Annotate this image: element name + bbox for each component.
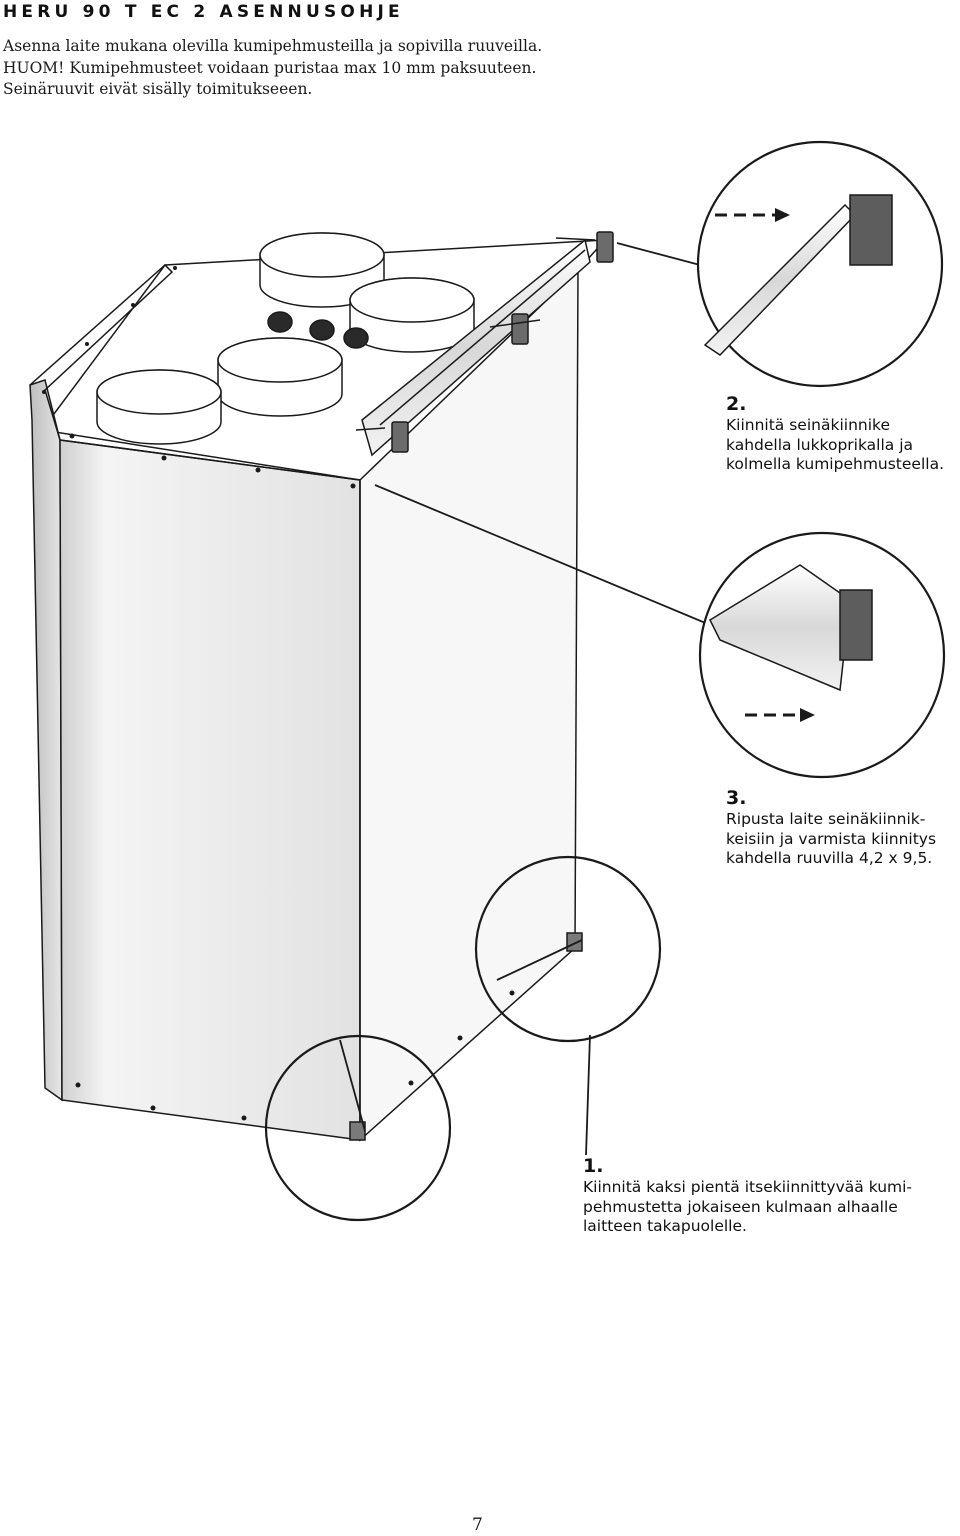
detail-circle-corner-bottom — [264, 1034, 452, 1222]
step-line: laitteen takapuolelle. — [583, 1217, 747, 1235]
step-number: 2. — [726, 393, 747, 415]
detail-circle-bracket — [696, 140, 944, 388]
intro-text: Asenna laite mukana olevilla kumipehmust… — [3, 36, 542, 101]
step-line: Ripusta laite seinäkiinnik- — [726, 810, 926, 828]
unit-left-side — [29, 379, 63, 1102]
intro-line: Asenna laite mukana olevilla kumipehmust… — [3, 37, 543, 55]
step-3: 3. Ripusta laite seinäkiinnik- keisiin j… — [726, 786, 936, 869]
unit-front-panel — [59, 439, 361, 1141]
document-title: HERU 90 T EC 2 ASENNUSOHJE — [3, 2, 404, 22]
step-line: Kiinnitä kaksi pientä itsekiinnittyvää k… — [583, 1178, 913, 1196]
step-2: 2. Kiinnitä seinäkiinnike kahdella lukko… — [726, 392, 944, 475]
step-number: 1. — [583, 1155, 604, 1177]
step-line: kolmella kumipehmusteella. — [726, 455, 944, 473]
page-number: 7 — [472, 1515, 483, 1535]
step-line: kahdella lukkoprikalla ja — [726, 435, 914, 454]
step-line: keisiin ja varmista kiinnitys — [726, 829, 937, 848]
detail-circle-corner-top — [474, 855, 662, 1043]
unit-body — [29, 231, 614, 1142]
step-1: 1. Kiinnitä kaksi pientä itsekiinnittyvä… — [583, 1154, 912, 1237]
intro-line: Seinäruuvit eivät sisälly toimitukseeen. — [3, 80, 313, 98]
step-line: kahdella ruuvilla 4,2 x 9,5. — [726, 849, 933, 867]
step-number: 3. — [726, 787, 747, 809]
detail-circle-hanging — [698, 531, 946, 779]
intro-line: HUOM! Kumipehmusteet voidaan puristaa ma… — [3, 58, 537, 77]
step-line: Kiinnitä seinäkiinnike — [726, 416, 890, 434]
step-line: pehmustetta jokaiseen kulmaan alhaalle — [583, 1197, 898, 1216]
